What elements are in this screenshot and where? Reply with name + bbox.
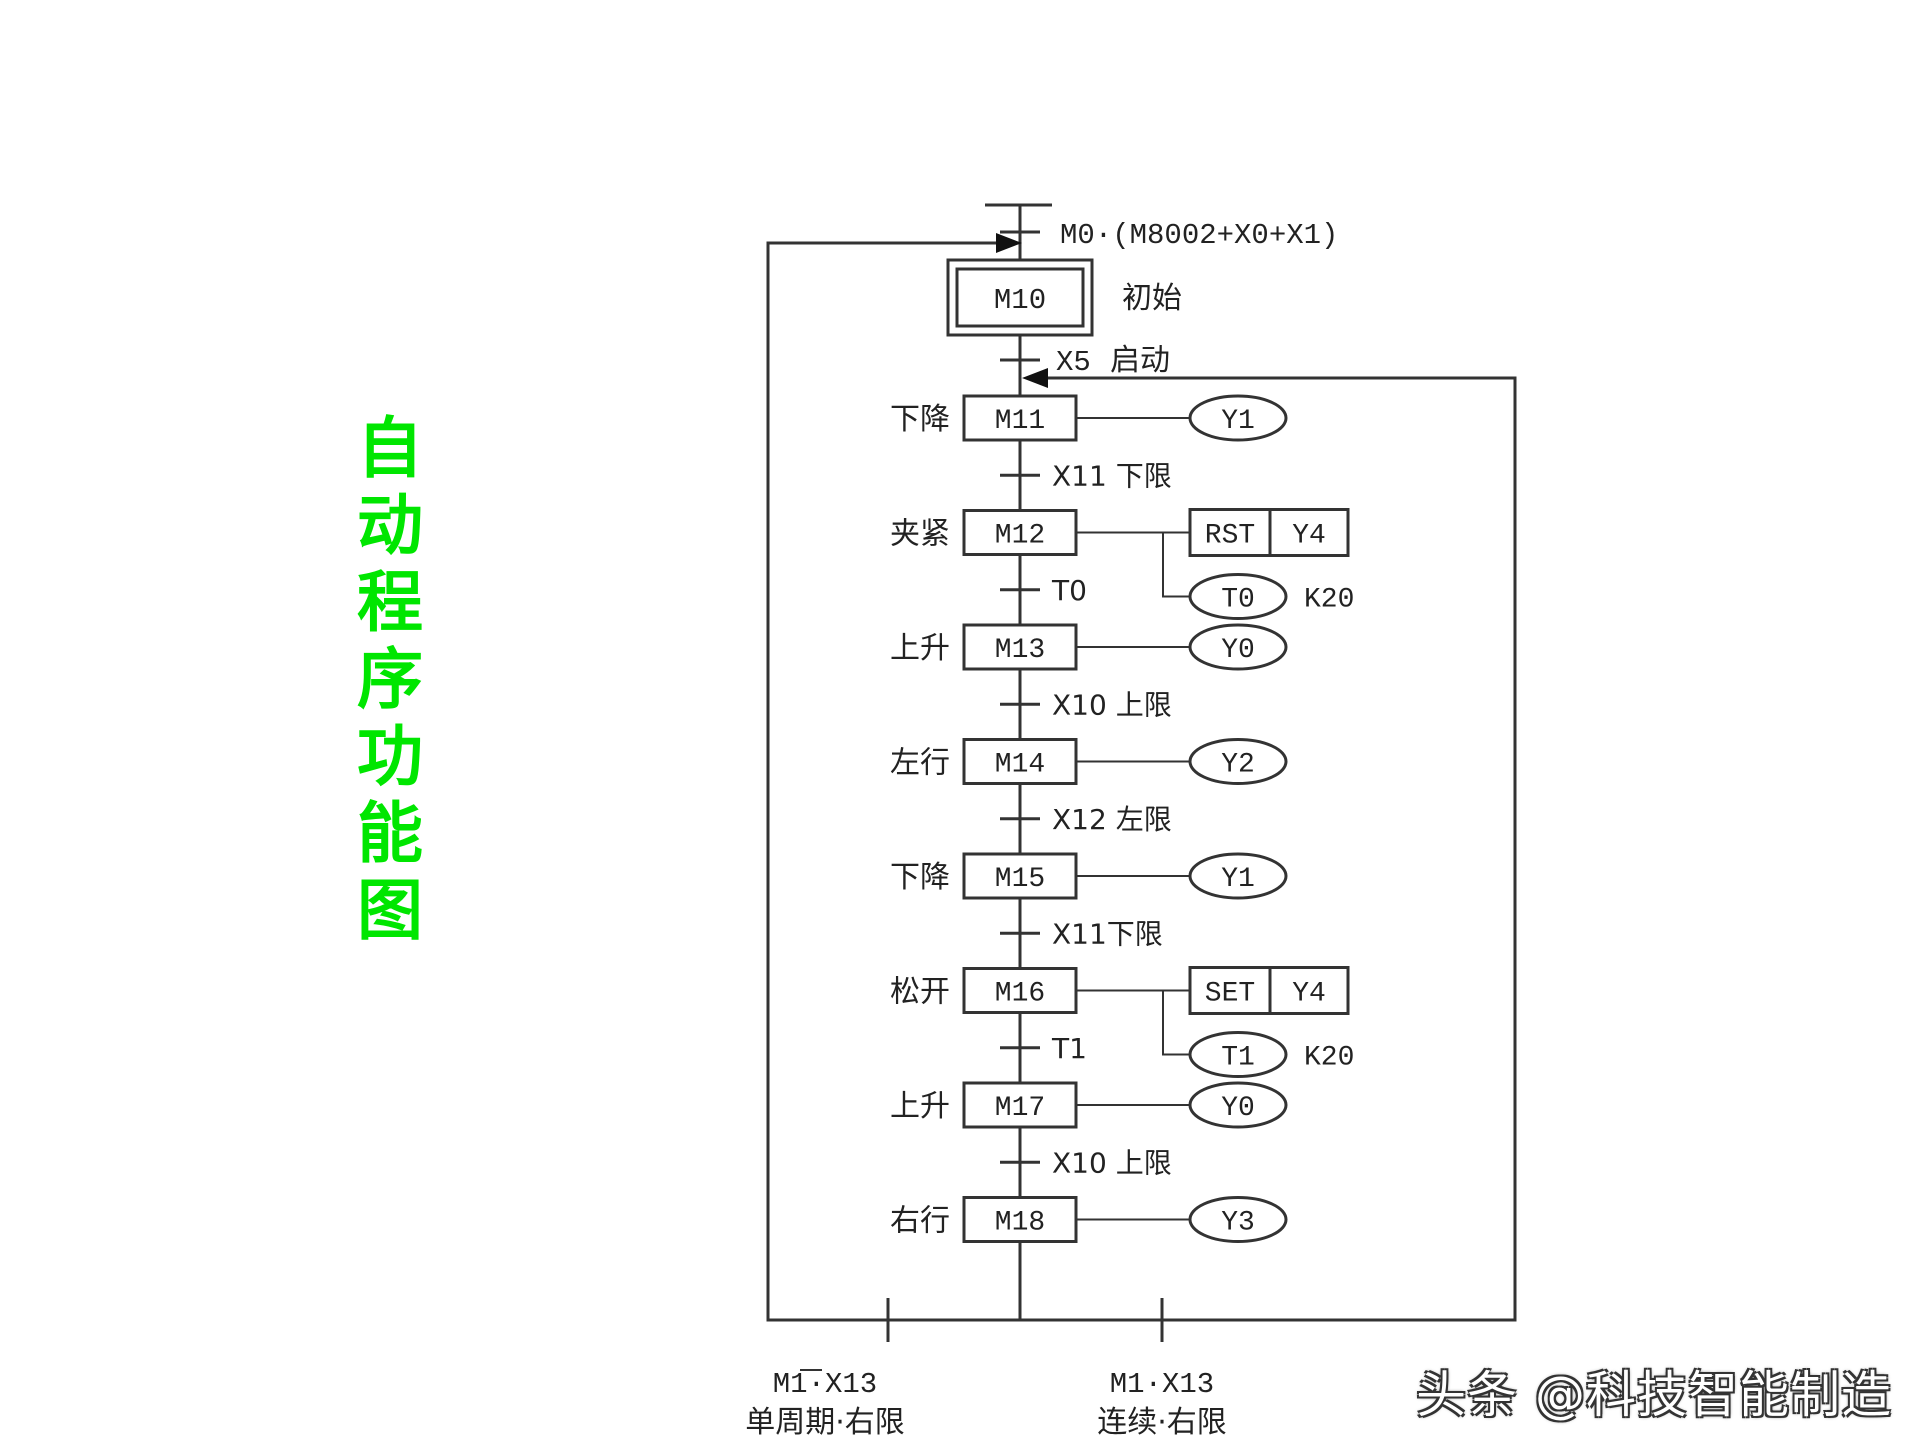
output-coil-label: Y1: [1221, 406, 1255, 437]
step-action-label: 右行: [890, 1204, 950, 1239]
output-box-cmd: SET: [1205, 979, 1255, 1010]
timer-param: K20: [1304, 1043, 1354, 1074]
transition-label: X12 左限: [1052, 803, 1172, 836]
output-coil-label: Y3: [1221, 1208, 1255, 1239]
output-box-cmd: RST: [1205, 521, 1255, 552]
timer-coil-label: T0: [1221, 585, 1255, 616]
step-action-label: 松开: [890, 975, 950, 1010]
initial-step-label: 初始: [1122, 281, 1182, 316]
step-box: [962, 852, 1078, 900]
arrow-inner: [1022, 368, 1048, 388]
title-char: 序: [357, 641, 423, 718]
step-action-label: 夹紧: [890, 517, 950, 552]
arrow-top: [996, 233, 1022, 253]
step-action-label: 上升: [890, 631, 950, 666]
step-id: M17: [995, 1093, 1045, 1124]
output-box-target: Y4: [1292, 979, 1326, 1010]
branch-left-label: 单周期·右限: [745, 1405, 905, 1440]
step-action-label: 上升: [890, 1089, 950, 1124]
transition-label: T1: [1051, 1032, 1087, 1065]
step-box: [962, 1081, 1078, 1129]
step-box: [962, 967, 1078, 1014]
title-char: 动: [357, 487, 423, 564]
timer-coil: [1188, 573, 1288, 620]
timer-param: K20: [1304, 585, 1354, 616]
transition-label: T0: [1051, 574, 1087, 607]
step-action-label: 左行: [890, 746, 950, 781]
branch-right-cond: M1·X13: [1110, 1368, 1214, 1401]
step-action-label: 下降: [890, 402, 950, 437]
transition-label: X10 上限: [1052, 1146, 1172, 1179]
initial-step-inner: [955, 267, 1085, 328]
step-id: M15: [995, 864, 1045, 895]
start-transition-label: 启动: [1110, 343, 1170, 378]
output-coil-label: Y0: [1221, 635, 1255, 666]
branch-left-cond: M1·X13: [773, 1368, 877, 1401]
step-action-label: 下降: [890, 860, 950, 895]
outer-loop-line: [766, 241, 1020, 1322]
output-coil-label: Y0: [1221, 1093, 1255, 1124]
step-box: [962, 623, 1078, 671]
start-transition-cond: X5: [1056, 346, 1091, 379]
watermark: 头条 @科技智能制造: [1416, 1366, 1892, 1424]
transition-label: X11 下限: [1052, 459, 1172, 492]
output-coil: [1188, 1196, 1288, 1243]
initial-step-id: M10: [994, 284, 1046, 317]
step-id: M18: [995, 1208, 1045, 1239]
timer-branch-line: [1162, 990, 1190, 1056]
output-coil: [1188, 623, 1288, 671]
title-char: 程: [357, 564, 423, 641]
step-id: M14: [995, 750, 1045, 781]
output-coil-label: Y1: [1221, 864, 1255, 895]
output-coil: [1188, 852, 1288, 900]
output-coil: [1188, 738, 1288, 785]
branch-right-label: 连续·右限: [1097, 1405, 1227, 1440]
transition-label: X11下限: [1052, 917, 1163, 950]
step-id: M16: [995, 979, 1045, 1010]
output-coil: [1188, 394, 1288, 442]
step-id: M12: [995, 521, 1045, 552]
inner-loop-line: [1020, 376, 1517, 1322]
output-coil: [1188, 1081, 1288, 1129]
top-condition: M0·(M8002+X0+X1): [1060, 219, 1338, 252]
transition-label: X10 上限: [1052, 688, 1172, 721]
title-char: 自: [357, 410, 423, 487]
output-box-target: Y4: [1292, 521, 1326, 552]
timer-coil-label: T1: [1221, 1043, 1255, 1074]
timer-branch-line: [1162, 532, 1190, 598]
title-char: 图: [357, 872, 423, 949]
title-char: 能: [357, 795, 423, 872]
step-id: M13: [995, 635, 1045, 666]
timer-coil: [1188, 1031, 1288, 1078]
side-title: 自 动 程 序 功 能 图: [345, 410, 435, 949]
title-char: 功: [357, 718, 423, 795]
output-coil-label: Y2: [1221, 750, 1255, 781]
step-id: M11: [995, 406, 1045, 437]
